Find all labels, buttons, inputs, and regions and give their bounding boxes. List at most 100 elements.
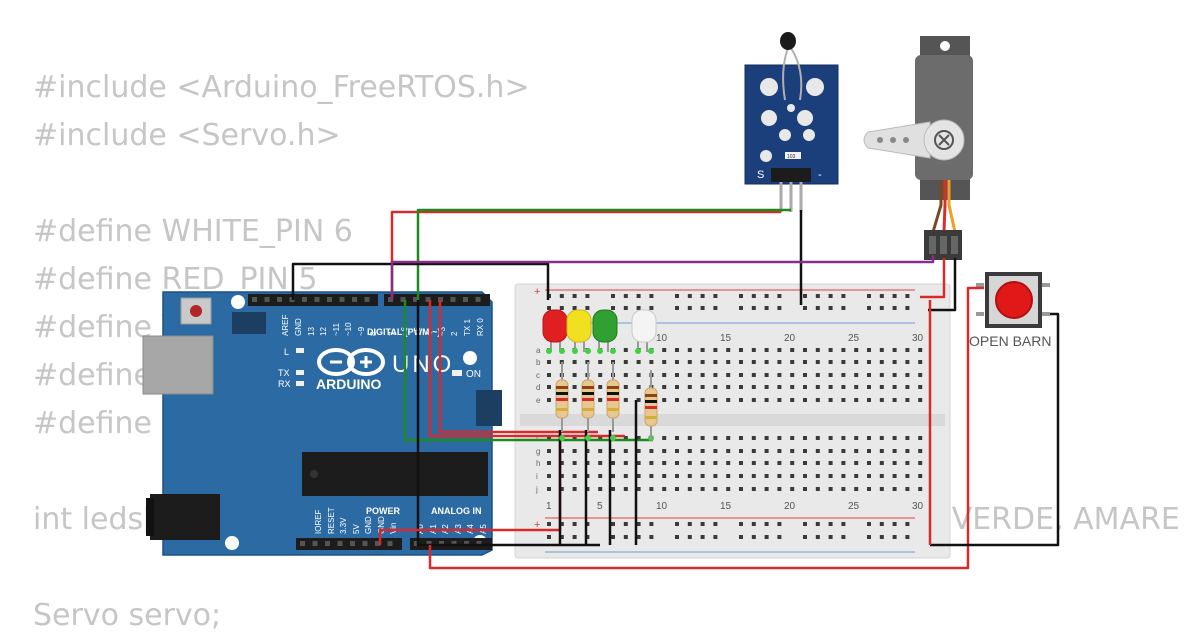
wire-black-button-gnd <box>930 312 1060 547</box>
breadboard-hole <box>739 474 743 478</box>
header-top-right <box>384 294 490 306</box>
breadboard-hole <box>585 449 590 453</box>
breadboard-hole <box>777 385 782 389</box>
top-pin-label: 7 <box>388 331 397 336</box>
bottom-pin-label: 3.3V <box>339 517 348 534</box>
servo-body <box>915 55 973 180</box>
sensor-pad <box>806 78 824 96</box>
breadboard-hole <box>867 385 871 389</box>
resistor-band <box>582 398 594 401</box>
breadboard-hole <box>918 487 923 491</box>
header-pin <box>302 297 307 302</box>
breadboard-hole <box>687 522 692 526</box>
breadboard-hole <box>700 348 705 352</box>
header-pin <box>350 541 355 546</box>
breadboard-hole <box>636 373 641 377</box>
row-letter: e <box>536 396 541 405</box>
breadboard-hole <box>828 348 833 352</box>
servo-motor <box>863 36 973 260</box>
breadboard-hole <box>803 398 807 402</box>
breadboard-hole <box>687 373 692 377</box>
breadboard-hole <box>611 474 615 478</box>
breadboard-hole <box>764 436 769 440</box>
breadboard-hole <box>828 449 833 453</box>
breadboard-hole <box>585 294 590 298</box>
breadboard-hole <box>636 449 641 453</box>
breadboard-hole <box>790 373 795 377</box>
breadboard-hole <box>636 461 641 465</box>
servo-wire-orange <box>947 180 957 233</box>
breadboard-hole <box>790 436 795 440</box>
breadboard-hole <box>764 360 769 364</box>
breadboard-hole <box>713 522 718 526</box>
wire-black-servo-gnd <box>928 258 957 312</box>
breadboard-hole <box>598 461 603 465</box>
resistor-band <box>607 392 619 395</box>
open-barn-button[interactable]: OPEN BARN <box>969 272 1051 349</box>
breadboard-hole <box>854 474 859 478</box>
top-pin-label: TX 1 <box>463 319 472 336</box>
breadboard-hole <box>918 398 923 402</box>
breadboard-hole <box>713 449 718 453</box>
breadboard-hole <box>803 474 807 478</box>
breadboard-hole <box>700 373 705 377</box>
breadboard-hole <box>918 385 923 389</box>
icsp-header <box>232 312 266 334</box>
wire-green-led-common <box>403 300 653 442</box>
breadboard-hole <box>867 487 871 491</box>
breadboard-hole <box>598 474 603 478</box>
breadboard-hole <box>828 474 833 478</box>
reset-button-cap <box>190 305 202 317</box>
breadboard-hole <box>815 398 820 402</box>
row-letter: b <box>536 358 541 367</box>
breadboard-hole <box>700 487 705 491</box>
horn-hole <box>890 137 896 143</box>
breadboard-hole <box>918 474 923 478</box>
breadboard-hole <box>739 535 743 539</box>
breadboard-hole <box>764 398 769 402</box>
breadboard-hole <box>623 385 628 389</box>
top-pin-label: RX 0 <box>476 318 485 336</box>
breadboard-hole <box>854 487 859 491</box>
breadboard-hole <box>879 294 884 298</box>
on-label: ON <box>466 369 481 380</box>
breadboard-hole <box>572 385 577 389</box>
column-number: 10 <box>656 501 668 512</box>
breadboard-hole <box>559 461 564 465</box>
resistor-band <box>556 386 568 389</box>
breadboard-hole <box>777 306 782 310</box>
breadboard-hole <box>636 522 641 526</box>
header-pin <box>426 541 432 546</box>
breadboard-hole <box>815 461 820 465</box>
breadboard-hole <box>892 436 897 440</box>
column-number: 25 <box>848 501 860 512</box>
bottom-pin-label: GND <box>377 516 386 534</box>
button-cap[interactable] <box>995 281 1033 319</box>
breadboard-hole <box>713 373 718 377</box>
breadboard-hole <box>662 373 667 377</box>
breadboard-hole <box>867 535 871 539</box>
breadboard-hole <box>547 360 551 364</box>
breadboard-hole <box>815 474 820 478</box>
breadboard-hole <box>828 487 833 491</box>
breadboard-hole <box>649 474 654 478</box>
servo-wire-red <box>942 180 947 233</box>
breadboard-hole <box>572 398 577 402</box>
breadboard-hole <box>739 522 743 526</box>
breadboard-hole <box>841 373 846 377</box>
header-pin <box>387 541 393 546</box>
header-pin <box>438 297 443 302</box>
breadboard-hole <box>777 348 782 352</box>
breadboard-hole <box>751 306 756 310</box>
sensor-minus-label: - <box>818 169 822 181</box>
breadboard-hole <box>892 398 897 402</box>
breadboard-hole <box>649 535 654 539</box>
sensor-pad <box>761 110 777 126</box>
breadboard-hole <box>879 436 884 440</box>
resistor-band <box>645 406 657 409</box>
servo-connector-slot <box>929 236 936 254</box>
breadboard-hole <box>636 535 641 539</box>
breadboard-hole <box>815 449 820 453</box>
breadboard-hole <box>815 373 820 377</box>
breadboard-hole <box>687 385 692 389</box>
